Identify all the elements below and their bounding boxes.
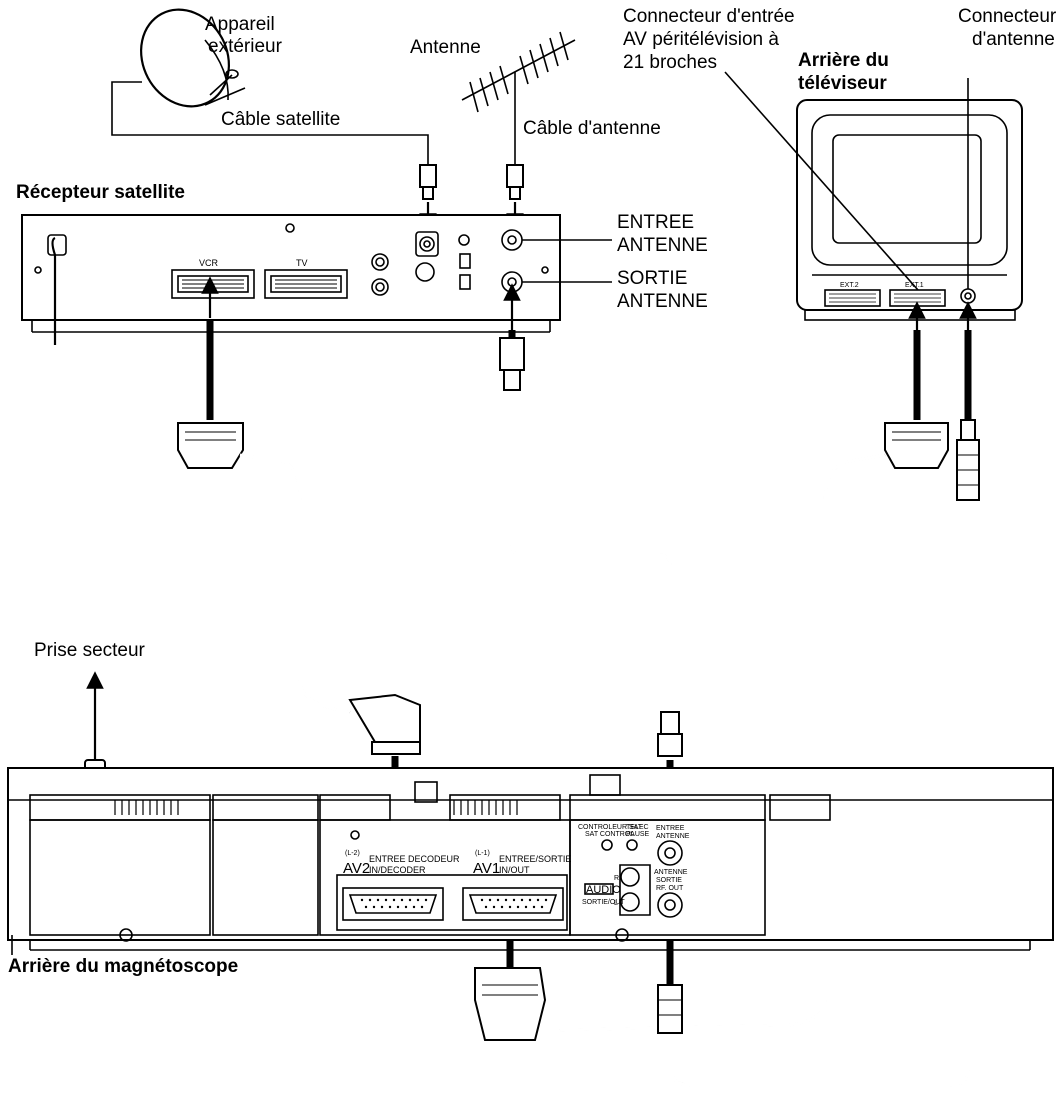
vcr-sat-control-labels: CONTROLEUR SAT SAT CONTROL TELEC PAUSE bbox=[578, 824, 650, 838]
svg-text:téléviseur: téléviseur bbox=[798, 73, 887, 94]
svg-text:AV1: AV1 bbox=[473, 860, 500, 877]
svg-text:R: R bbox=[614, 875, 619, 882]
label-satellite-cable: Câble satellite bbox=[221, 109, 340, 130]
vcr-antenna-labels: ENTREE ANTENNE ANTENNE SORTIE RF. OUT bbox=[654, 825, 690, 892]
svg-text:IN/OUT: IN/OUT bbox=[499, 865, 530, 875]
label-satellite-receiver: Récepteur satellite bbox=[16, 182, 185, 203]
svg-text:(L-2): (L-2) bbox=[345, 850, 360, 857]
svg-text:Connecteur: Connecteur bbox=[958, 6, 1057, 27]
scart-cable-receiver-vcr bbox=[177, 276, 421, 881]
label-tv-rear: Arrière du téléviseur bbox=[798, 50, 889, 94]
vcr-av1-labels: (L-1) AV1 ENTREE/SORTIE IN/OUT bbox=[473, 850, 571, 877]
label-antenna-in: ENTREE ANTENNE bbox=[617, 212, 708, 256]
label-antenna: Antenne bbox=[410, 37, 481, 58]
svg-text:extérieur: extérieur bbox=[208, 36, 283, 57]
label-vcr-rear: Arrière du magnétoscope bbox=[8, 956, 238, 977]
svg-text:AV péritélévision à: AV péritélévision à bbox=[623, 29, 779, 50]
svg-text:RF. OUT: RF. OUT bbox=[656, 885, 684, 892]
svg-text:(L-1): (L-1) bbox=[475, 850, 490, 857]
tv-ext1-label: EXT.1 bbox=[905, 282, 924, 289]
scart-cable-vcr-tv bbox=[474, 301, 949, 1041]
satellite-receiver bbox=[21, 214, 612, 345]
svg-text:ANTENNE: ANTENNE bbox=[656, 833, 690, 840]
receiver-tv-label: TV bbox=[296, 258, 308, 268]
vcr bbox=[7, 767, 1054, 955]
svg-text:AV2: AV2 bbox=[343, 860, 370, 877]
vcr-audio-labels: AUDIO SORTIE/OUT R L bbox=[582, 875, 625, 907]
svg-text:d'antenne: d'antenne bbox=[972, 29, 1055, 50]
satellite-dish bbox=[111, 8, 429, 165]
label-scart-connector: Connecteur d'entrée AV péritélévision à … bbox=[623, 6, 795, 73]
label-antenna-cable: Câble d'antenne bbox=[523, 118, 661, 139]
svg-text:ENTREE DECODEUR: ENTREE DECODEUR bbox=[369, 854, 460, 864]
svg-text:PAUSE: PAUSE bbox=[626, 831, 650, 838]
svg-text:ANTENNE: ANTENNE bbox=[617, 235, 708, 256]
label-external-unit: Appareil extérieur bbox=[205, 14, 283, 57]
satellite-cable-plug bbox=[419, 164, 437, 231]
svg-text:ENTREE: ENTREE bbox=[656, 825, 685, 832]
svg-text:21 broches: 21 broches bbox=[623, 52, 717, 73]
label-antenna-connector: Connecteur d'antenne bbox=[958, 6, 1057, 50]
coax-cable-vcr-tv bbox=[657, 301, 980, 1087]
svg-text:Arrière du: Arrière du bbox=[798, 50, 889, 71]
svg-text:IN/DECODER: IN/DECODER bbox=[369, 865, 426, 875]
svg-text:AUDIO: AUDIO bbox=[586, 884, 621, 896]
svg-text:Appareil: Appareil bbox=[205, 14, 275, 35]
svg-text:ENTREE: ENTREE bbox=[617, 212, 694, 233]
svg-text:ANTENNE: ANTENNE bbox=[617, 291, 708, 312]
tv-ext2-label: EXT.2 bbox=[840, 282, 859, 289]
antenna-icon bbox=[461, 31, 576, 165]
svg-text:SORTIE: SORTIE bbox=[617, 268, 687, 289]
label-antenna-out: SORTIE ANTENNE bbox=[617, 268, 708, 312]
label-mains: Prise secteur bbox=[34, 640, 146, 661]
svg-text:SAT CONTROL: SAT CONTROL bbox=[585, 831, 634, 838]
svg-text:L: L bbox=[614, 900, 618, 907]
receiver-vcr-label: VCR bbox=[199, 258, 219, 268]
svg-text:Connecteur d'entrée: Connecteur d'entrée bbox=[623, 6, 795, 27]
antenna-cable-plug bbox=[506, 164, 524, 231]
svg-text:SORTIE: SORTIE bbox=[656, 877, 682, 884]
svg-text:CONTROLEUR SAT: CONTROLEUR SAT bbox=[578, 824, 643, 831]
coax-cable-receiver-vcr bbox=[499, 283, 683, 859]
svg-text:ANTENNE: ANTENNE bbox=[654, 869, 688, 876]
svg-text:TELEC: TELEC bbox=[626, 824, 649, 831]
svg-text:ENTREE/SORTIE: ENTREE/SORTIE bbox=[499, 854, 571, 864]
svg-text:SORTIE/OUT: SORTIE/OUT bbox=[582, 899, 625, 906]
vcr-av2-labels: (L-2) AV2 ENTREE DECODEUR IN/DECODER bbox=[343, 850, 460, 877]
